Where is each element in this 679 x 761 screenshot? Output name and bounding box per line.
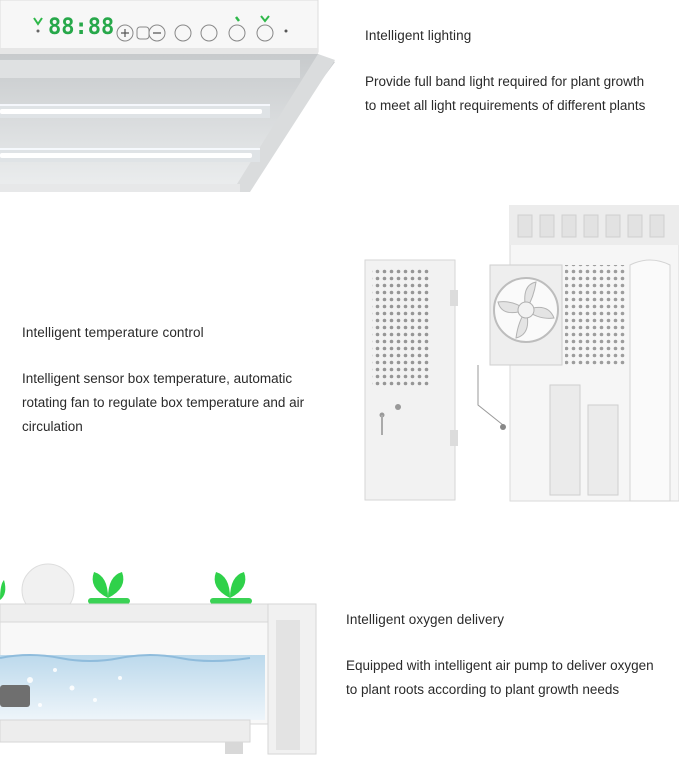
fan-image bbox=[360, 204, 679, 505]
lighting-description-line: to meet all light requirements of differ… bbox=[365, 98, 646, 113]
fan-housing-illustration bbox=[364, 204, 679, 502]
panel-display: 88:88 bbox=[48, 15, 114, 40]
oxygen-heading: Intelligent oxygen delivery bbox=[346, 612, 505, 627]
lighting-image: 88:88 bbox=[0, 0, 340, 200]
temperature-description-line: Intelligent sensor box temperature, auto… bbox=[22, 371, 293, 386]
panel-buttons bbox=[116, 24, 274, 42]
temperature-description-line: rotating fan to regulate box temperature… bbox=[22, 395, 305, 410]
oxygen-description-line: to plant roots according to plant growth… bbox=[346, 682, 620, 697]
oxygen-description: Equipped with intelligent air pump to de… bbox=[346, 654, 679, 702]
temperature-heading: Intelligent temperature control bbox=[22, 325, 204, 340]
oxygen-description-line: Equipped with intelligent air pump to de… bbox=[346, 658, 654, 673]
temperature-description: Intelligent sensor box temperature, auto… bbox=[22, 367, 342, 439]
temperature-description-line: circulation bbox=[22, 419, 83, 434]
lighting-description-line: Provide full band light required for pla… bbox=[365, 74, 645, 89]
grow-light-illustration: 88:88 bbox=[0, 0, 335, 192]
oxygen-image bbox=[0, 560, 318, 756]
lighting-heading: Intelligent lighting bbox=[365, 28, 472, 43]
lighting-description: Provide full band light required for pla… bbox=[365, 70, 675, 118]
water-tank-illustration bbox=[0, 563, 317, 755]
